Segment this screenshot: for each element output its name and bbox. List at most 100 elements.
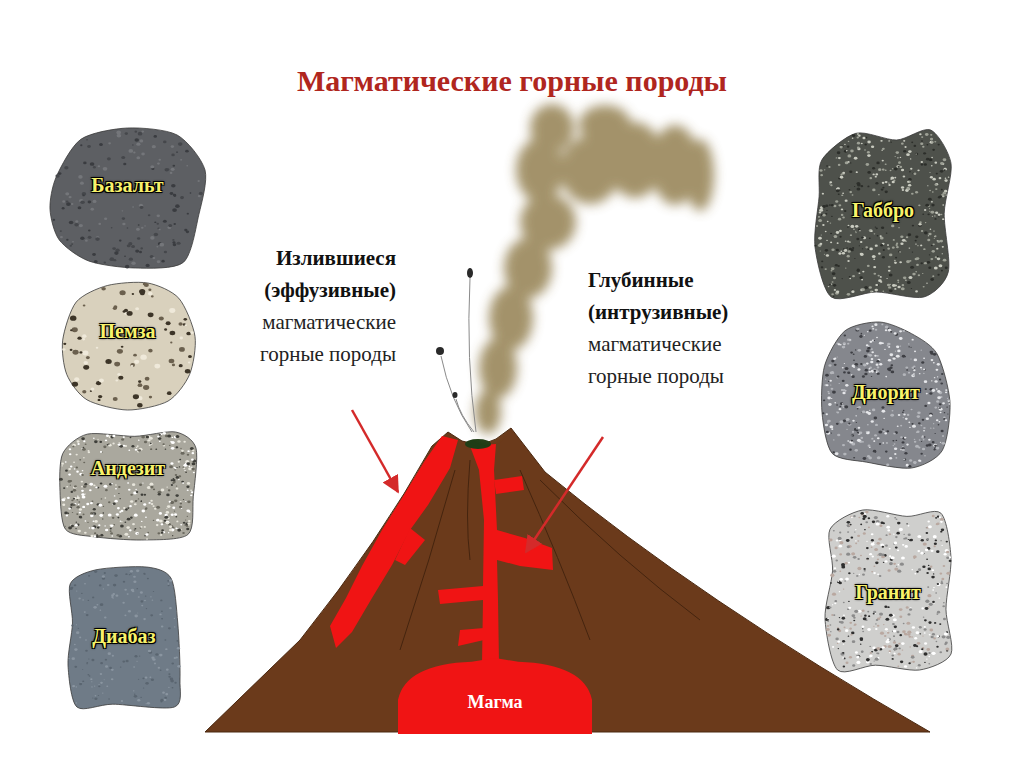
- mineral-grain: [890, 177, 894, 180]
- mineral-grain: [867, 249, 869, 250]
- mineral-grain: [129, 574, 131, 575]
- mineral-grain: [105, 665, 108, 667]
- mineral-grain: [84, 532, 87, 534]
- mineral-grain: [893, 618, 897, 621]
- mineral-grain: [861, 333, 863, 334]
- mineral-grain: [879, 443, 881, 445]
- mineral-grain: [122, 210, 124, 211]
- mineral-grain: [871, 145, 874, 148]
- mineral-grain: [114, 574, 117, 577]
- mineral-grain: [152, 257, 155, 259]
- mineral-grain: [848, 422, 851, 424]
- mineral-grain: [844, 144, 846, 145]
- mineral-grain: [76, 686, 78, 687]
- mineral-grain: [924, 231, 928, 234]
- lava-flow: [330, 436, 458, 648]
- mineral-grain: [898, 643, 900, 645]
- mineral-grain: [946, 636, 950, 639]
- mineral-grain: [155, 448, 157, 450]
- mineral-grain: [893, 247, 894, 248]
- mineral-grain: [127, 593, 129, 595]
- mineral-grain: [934, 215, 936, 216]
- mineral-grain: [922, 419, 925, 421]
- mineral-grain: [877, 625, 880, 627]
- mineral-grain: [943, 158, 947, 161]
- mineral-grain: [183, 522, 186, 524]
- mineral-grain: [829, 284, 831, 285]
- mineral-grain: [945, 389, 947, 391]
- mineral-grain: [867, 628, 871, 631]
- mineral-grain: [912, 425, 916, 428]
- mineral-grain: [146, 608, 147, 609]
- mineral-grain: [915, 290, 918, 292]
- mineral-grain: [854, 258, 855, 259]
- mineral-grain: [181, 196, 184, 198]
- mineral-grain: [862, 375, 865, 377]
- mineral-grain: [937, 257, 941, 260]
- mineral-grain: [130, 363, 135, 367]
- mineral-grain: [83, 365, 89, 370]
- mineral-grain: [900, 166, 903, 168]
- mineral-grain: [158, 437, 161, 440]
- mineral-grain: [98, 684, 99, 685]
- mineral-grain: [925, 133, 929, 136]
- mineral-grain: [851, 440, 853, 442]
- mineral-grain: [81, 486, 83, 488]
- mineral-grain: [167, 169, 169, 171]
- mineral-grain: [931, 160, 933, 161]
- mineral-grain: [822, 205, 826, 208]
- mineral-grain: [912, 251, 913, 252]
- mineral-grain: [916, 257, 919, 260]
- mineral-grain: [73, 504, 76, 506]
- mineral-grain: [830, 233, 832, 235]
- mineral-grain: [181, 450, 184, 452]
- mineral-grain: [918, 223, 921, 226]
- mineral-grain: [836, 539, 839, 541]
- mineral-grain: [102, 518, 104, 519]
- mineral-grain: [888, 140, 890, 141]
- mineral-grain: [146, 436, 149, 439]
- mineral-grain: [156, 524, 159, 526]
- mineral-grain: [833, 205, 836, 207]
- mineral-grain: [864, 529, 866, 530]
- mineral-grain: [857, 142, 860, 145]
- mineral-grain: [136, 661, 137, 662]
- mineral-grain: [87, 674, 89, 676]
- mineral-grain: [909, 276, 913, 279]
- mineral-grain: [176, 435, 180, 438]
- mineral-grain: [127, 227, 129, 228]
- mineral-grain: [119, 290, 125, 295]
- mineral-grain: [919, 373, 921, 374]
- mineral-grain: [853, 228, 855, 230]
- mineral-grain: [830, 270, 832, 272]
- mineral-grain: [172, 687, 174, 688]
- group-heading: Глубинные (интрузивные): [588, 264, 778, 328]
- mineral-grain: [867, 171, 871, 174]
- mineral-grain: [935, 592, 937, 593]
- mineral-grain: [900, 436, 903, 438]
- mineral-grain: [855, 363, 859, 366]
- mineral-grain: [84, 583, 86, 585]
- mineral-grain: [842, 367, 844, 369]
- mineral-grain: [176, 488, 179, 490]
- mineral-grain: [854, 157, 858, 160]
- mineral-grain: [106, 685, 108, 687]
- mineral-grain: [888, 346, 890, 348]
- mineral-grain: [145, 516, 147, 517]
- mineral-grain: [139, 448, 143, 451]
- mineral-grain: [932, 441, 935, 443]
- mineral-grain: [867, 347, 870, 350]
- mineral-grain: [166, 321, 171, 325]
- mineral-grain: [147, 532, 149, 533]
- mineral-grain: [902, 189, 904, 191]
- mineral-grain: [136, 491, 138, 493]
- mineral-grain: [76, 513, 78, 515]
- mineral-grain: [834, 364, 837, 366]
- mineral-grain: [940, 382, 943, 384]
- mineral-grain: [819, 243, 822, 245]
- mineral-grain: [937, 396, 941, 399]
- mineral-grain: [81, 593, 83, 594]
- mineral-grain: [167, 583, 169, 584]
- mineral-grain: [921, 136, 923, 138]
- mineral-grain: [154, 221, 156, 223]
